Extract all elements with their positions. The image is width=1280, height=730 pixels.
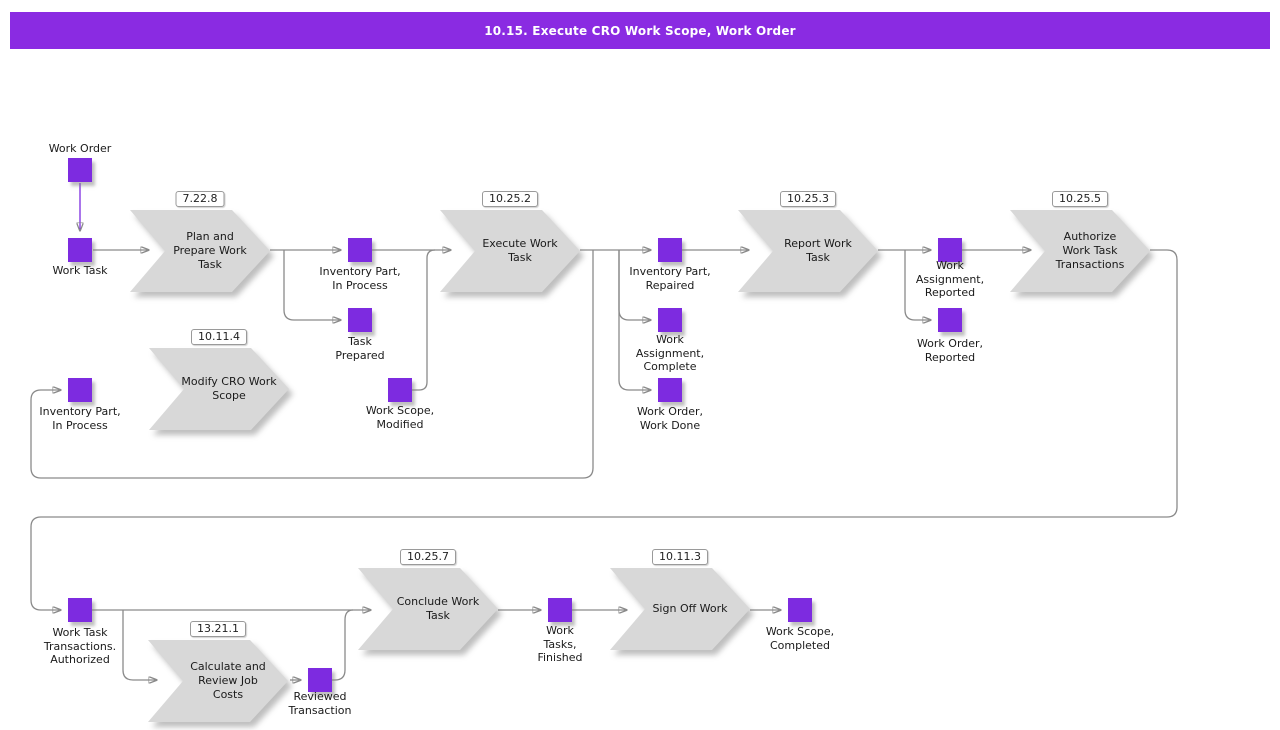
chevron-shape — [610, 568, 750, 650]
process-execute-work-task[interactable]: 10.25.2 Execute Work Task — [440, 191, 580, 292]
state-inventory-part-in-process-2[interactable] — [68, 378, 92, 402]
state-inventory-part-in-process-1-label: Inventory Part, In Process — [319, 265, 401, 292]
connector-execute-loop-to-inventory-part-in-process — [30, 250, 594, 479]
process-label: Modify CRO Work Scope — [181, 375, 277, 402]
process-label: Authorize Work Task Transactions — [1055, 230, 1125, 271]
process-conclude-work-task[interactable]: 10.25.7 Conclude Work Task — [358, 549, 498, 650]
state-work-order[interactable] — [68, 158, 92, 182]
process-arrow-shape — [148, 640, 288, 722]
state-reviewed-transaction-label: Reviewed Transaction — [288, 690, 352, 717]
chevron-shape — [358, 568, 498, 650]
title-bar: 10.15. Execute CRO Work Scope, Work Orde… — [10, 12, 1270, 49]
state-work-order-label: Work Order — [48, 142, 112, 155]
state-work-order-reported[interactable] — [938, 308, 962, 332]
connector-work-task-transactions-to-calculate — [122, 610, 157, 680]
state-work-assignment-reported[interactable] — [938, 238, 962, 262]
state-reviewed-transaction[interactable] — [308, 668, 332, 692]
state-work-tasks-finished-label: Work Tasks, Finished — [537, 624, 583, 664]
state-work-task-transactions-authorized-label: Work Task Transactions. Authorized — [43, 626, 117, 666]
chevron-shape — [440, 210, 580, 292]
connector-authorize-to-work-task-transactions — [30, 249, 1178, 610]
state-work-order-reported-label: Work Order, Reported — [916, 337, 984, 364]
state-work-scope-modified[interactable] — [388, 378, 412, 402]
process-arrow-shape — [738, 210, 878, 292]
state-inventory-part-in-process-2-label: Inventory Part, In Process — [39, 405, 121, 432]
process-ref-badge[interactable]: 10.11.3 — [652, 549, 708, 565]
process-plan-and-prepare-work-task[interactable]: 7.22.8 Plan and Prepare Work Task — [130, 191, 270, 292]
process-arrow-shape — [358, 568, 498, 650]
process-arrow-shape — [1010, 210, 1150, 292]
chevron-shape — [738, 210, 878, 292]
connector-execute-to-work-order-work-done — [618, 250, 651, 390]
state-work-task-transactions-authorized[interactable] — [68, 598, 92, 622]
connector-report-to-work-order-reported — [904, 250, 931, 320]
chevron-shape — [148, 640, 288, 722]
process-ref-badge[interactable]: 10.11.4 — [191, 329, 247, 345]
process-label: Plan and Prepare Work Task — [173, 230, 247, 271]
chevron-shape — [130, 210, 270, 292]
process-ref-badge[interactable]: 7.22.8 — [175, 191, 225, 207]
chevron-shape — [149, 348, 289, 430]
process-label: Sign Off Work — [652, 602, 728, 615]
process-report-work-task[interactable]: 10.25.3 Report Work Task — [738, 191, 878, 292]
state-work-task-label: Work Task — [52, 264, 108, 277]
process-arrow-shape — [149, 348, 289, 430]
process-ref-badge[interactable]: 13.21.1 — [190, 621, 246, 637]
process-arrow-shape — [130, 210, 270, 292]
state-work-order-work-done-label: Work Order, Work Done — [636, 405, 704, 432]
connector-work-scope-modified-to-execute — [412, 249, 436, 391]
process-label: Report Work Task — [784, 237, 852, 264]
state-inventory-part-repaired[interactable] — [658, 238, 682, 262]
state-task-prepared-label: Task Prepared — [335, 335, 385, 362]
connector-reviewed-transaction-to-conclude — [332, 609, 354, 681]
state-work-tasks-finished[interactable] — [548, 598, 572, 622]
process-ref-badge[interactable]: 10.25.3 — [780, 191, 836, 207]
chevron-shape — [1010, 210, 1150, 292]
process-ref-badge[interactable]: 10.25.2 — [482, 191, 538, 207]
process-label: Conclude Work Task — [396, 595, 480, 622]
page-title: 10.15. Execute CRO Work Scope, Work Orde… — [484, 23, 796, 38]
state-work-scope-completed-label: Work Scope, Completed — [765, 625, 835, 652]
process-ref-badge[interactable]: 10.25.7 — [400, 549, 456, 565]
state-work-scope-modified-label: Work Scope, Modified — [365, 404, 435, 431]
process-label: Calculate and Review Job Costs — [190, 660, 266, 701]
process-ref-badge[interactable]: 10.25.5 — [1052, 191, 1108, 207]
state-work-assignment-complete-label: Work Assignment, Complete — [635, 333, 705, 373]
process-label: Execute Work Task — [482, 237, 558, 264]
process-modify-cro-work-scope[interactable]: 10.11.4 Modify CRO Work Scope — [149, 329, 289, 430]
state-work-assignment-reported-label: Work Assignment, Reported — [915, 259, 985, 299]
state-work-order-work-done[interactable] — [658, 378, 682, 402]
process-arrow-shape — [610, 568, 750, 650]
state-inventory-part-repaired-label: Inventory Part, Repaired — [629, 265, 711, 292]
process-sign-off-work[interactable]: 10.11.3 Sign Off Work — [610, 549, 750, 650]
state-inventory-part-in-process-1[interactable] — [348, 238, 372, 262]
process-arrow-shape — [440, 210, 580, 292]
state-work-scope-completed[interactable] — [788, 598, 812, 622]
process-calculate-and-review-job-costs[interactable]: 13.21.1 Calculate and Review Job Costs — [148, 621, 288, 722]
state-task-prepared[interactable] — [348, 308, 372, 332]
connector-plan-to-task-prepared — [283, 250, 341, 320]
process-authorize-work-task-transactions[interactable]: 10.25.5 Authorize Work Task Transactions — [1010, 191, 1150, 292]
state-work-task[interactable] — [68, 238, 92, 262]
state-work-assignment-complete[interactable] — [658, 308, 682, 332]
